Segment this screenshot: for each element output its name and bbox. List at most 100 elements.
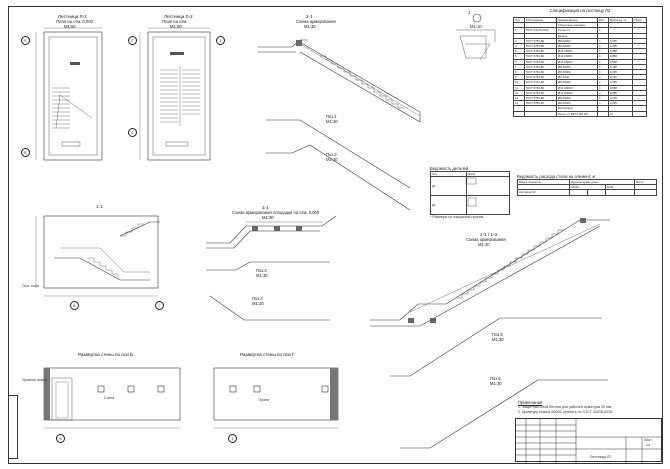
spec-cell: ГОСТ 5781-82 (523, 63, 558, 71)
pos6-label: Поз.6 (490, 376, 501, 381)
spec-cell: Масса ед., кг (607, 16, 634, 24)
stamp-sheet-label: Лист (644, 438, 652, 442)
pos4-label: Поз.4 (252, 296, 263, 301)
spec-cell (523, 110, 558, 117)
axis-bubble: Г (128, 36, 137, 45)
details-legend: Ведомость деталей Поз. Эскиз Д1 Д2 * Раз… (430, 166, 511, 220)
spec-cell (513, 110, 525, 117)
section-right (370, 218, 610, 327)
axis-bubble: 1 (216, 36, 225, 45)
detail-title: 1 (468, 10, 471, 15)
unfold-g-title: Развертка стены по оси Г (240, 352, 295, 357)
spec-cell: ГОСТ 5781-82 (523, 100, 558, 107)
axis-bubble: Б (56, 434, 65, 443)
spec-cell: ГОСТ 5781-82 (523, 37, 558, 45)
plan-right-stairs (160, 66, 200, 126)
legend-row-pos: Д2 (430, 195, 467, 216)
spec-cell (632, 110, 647, 117)
plan-left-outline (43, 31, 103, 161)
detail-scale: М1:10 (470, 24, 482, 29)
plan-right-outline (147, 31, 211, 161)
spec-cell: ГОСТ 5781-82 (523, 84, 558, 91)
axis-bubble: В (21, 148, 30, 157)
section-1-1-top (258, 39, 421, 123)
stamp-name: Лестница Л2 (590, 455, 612, 459)
wall-label: Стена (104, 396, 115, 400)
spec-cell: ГОСТ 5781-82 (523, 48, 558, 55)
section-left (35, 215, 160, 297)
specification-table: Спецификация на лестницу Л2 Поз.Обозначе… (513, 8, 647, 165)
spec-title: Спецификация на лестницу Л2 (549, 8, 611, 13)
spec-row: Бетон кл. В25 F150 W6 м³ (513, 110, 647, 117)
legend-head-sketch: Эскиз (465, 170, 511, 178)
section2-subtitle: Схема армирования площадки на отм. 0,000 (232, 210, 320, 215)
steel-table: Ведомость расхода стали на элемент, кг М… (517, 174, 657, 196)
plan-left-scale: М1:50 (64, 24, 76, 29)
spec-cell: ГОСТ 23279-2012 (523, 27, 558, 34)
pos3-bar (206, 261, 330, 271)
legend-row-sketch (465, 195, 511, 216)
pos6-bar (400, 379, 608, 449)
axis-bubble: 1 (228, 434, 237, 443)
spec-cell: ГОСТ 5781-82 (523, 42, 558, 50)
section3-subtitle: Схема армирования (466, 237, 506, 242)
pos1-scale: М1:30 (326, 119, 338, 124)
axis-bubble: В (70, 301, 79, 310)
pos5-bar (390, 317, 602, 377)
side-stamp (8, 395, 18, 459)
steel-cell (568, 189, 588, 196)
spec-cell: ГОСТ 5781-82 (523, 79, 558, 86)
spec-cell: ГОСТ 5781-82 (523, 53, 558, 60)
unfold-g (213, 367, 339, 429)
pos5-label: Поз.5 (492, 332, 503, 337)
spec-cell: Наименование (556, 16, 599, 24)
spec-cell: Прим. (632, 16, 647, 24)
spec-cell: Обозначение (523, 16, 558, 24)
plan-right-scale: М1:50 (170, 24, 182, 29)
pos1-bar (266, 119, 411, 189)
floor-label: Отм. пола (22, 284, 39, 288)
section1-subtitle: Схема армирования (296, 19, 336, 24)
section2-scale: М1:30 (262, 215, 274, 220)
spec-cell: ГОСТ 5781-82 (523, 74, 558, 81)
steel-cell (586, 189, 606, 196)
pos4-scale: М1:30 (252, 301, 264, 306)
legend-note: * Размеры по наружным граням (430, 215, 484, 220)
legend-row-sketch (465, 176, 511, 197)
pos5-scale: М1:30 (492, 337, 504, 342)
section2-title: 1-1 (262, 205, 269, 210)
spec-cell: Бетон кл. В25 F150 W6 (556, 110, 599, 117)
plan-left-stairs (52, 87, 93, 129)
spec-cell: м³ (607, 110, 634, 117)
drawing-sheet (8, 6, 663, 464)
plan-right-title: Лестница Л-2 (164, 14, 193, 19)
pos1-label: Поз.1 (326, 114, 337, 119)
pos4-bar (209, 295, 330, 321)
axis-bubble: Г (155, 301, 164, 310)
axis-bubble: 2 (128, 128, 137, 137)
unfold-b-title: Развертка стены по оси Б (78, 352, 134, 357)
legend-row-pos: Д1 (430, 176, 467, 197)
plan-left-subtitle: План на отм. 0,000 (56, 19, 93, 24)
section1-scale: М1:30 (304, 24, 316, 29)
pos2-scale: М1:30 (326, 157, 338, 162)
steel-cell (604, 189, 636, 196)
note-2: 2. Арматуру класса А500С принять по ГОСТ… (518, 410, 613, 414)
spec-cell: Сборочные единицы (556, 22, 599, 29)
ground-label: Уровень земли (22, 378, 48, 382)
pos3-scale: М1:30 (256, 273, 268, 278)
pos2-label: Поз.2 (326, 152, 337, 157)
steel-cell: Лестница Л2 (517, 189, 570, 196)
plan-left-title: Лестница Л-2 (58, 14, 87, 19)
steel-table-title: Ведомость расхода стали на элемент, кг (517, 174, 596, 179)
plan-right-subtitle: План на отм. (162, 19, 188, 24)
spec-cell: ГОСТ 5781-82 (523, 69, 558, 76)
pos6-scale: М1:30 (490, 381, 502, 386)
axis-bubble: Б (21, 36, 30, 45)
title-block: Лист 14 Лестница Л2 (515, 418, 663, 463)
spec-cell (597, 110, 609, 117)
